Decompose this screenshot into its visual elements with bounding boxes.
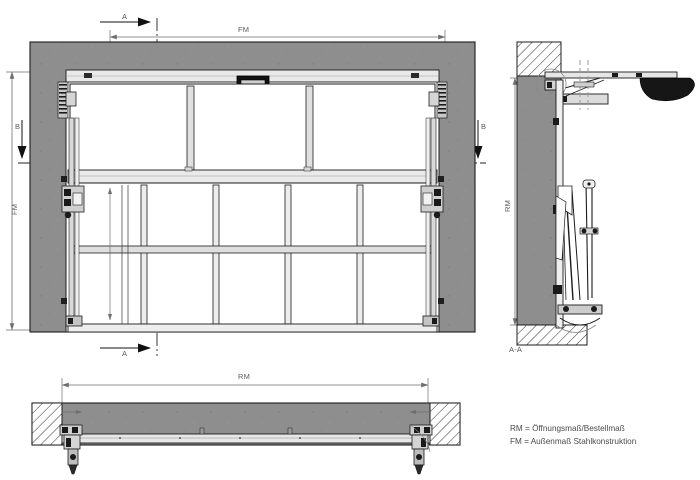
front-elevation-view [6, 17, 486, 356]
plan-end-left [31, 402, 63, 446]
plan-right-hardware [409, 424, 433, 475]
section-label-a-top: A [122, 12, 128, 21]
section-label-b-left: B [15, 122, 21, 131]
door-leaf-assembly [65, 69, 440, 333]
counterweight [639, 77, 695, 102]
plan-section-view [31, 378, 461, 475]
floor-hatch [516, 324, 588, 346]
lower-section [69, 182, 436, 327]
dimension-label-rm-plan: RM [238, 372, 251, 381]
head-fitting-left [84, 73, 92, 78]
right-roller-bracket [420, 185, 444, 219]
head-fitting-right [411, 73, 419, 78]
upper-mullion-2 [305, 85, 314, 171]
mid-transom-rail [67, 169, 438, 184]
plan-end-right [429, 402, 461, 446]
section-label-a-bottom: A [122, 349, 128, 358]
side-door-leaf [553, 79, 603, 333]
legend-line-fm: FM = Außenmaß Stahlkonstruktion [510, 437, 637, 446]
side-wall-body [516, 75, 562, 326]
bottom-rail [67, 323, 438, 333]
upper-mullion-1 [186, 85, 195, 171]
dimension-label-rm-side: RM [503, 199, 512, 212]
dimension-rm-plan [61, 378, 429, 405]
section-label-b-right: B [481, 122, 487, 131]
dimension-label-fm-left: FM [10, 203, 19, 215]
view-label-a-a: A-A [509, 345, 523, 354]
dimension-label-fm-top: FM [238, 25, 250, 34]
left-jamb-hardware [57, 81, 85, 327]
legend-line-rm: RM = Öffnungsmaß/Bestellmaß [510, 424, 625, 433]
plan-left-hardware [59, 424, 83, 475]
left-roller-bracket [61, 185, 85, 219]
upper-section [69, 83, 436, 173]
legend-block: RM = Öffnungsmaß/Bestellmaß FM = Außenma… [510, 422, 636, 448]
lintel-hatch [516, 41, 562, 77]
side-section-view [510, 41, 695, 346]
plan-door-leaf [61, 433, 431, 444]
right-jamb-hardware [420, 81, 448, 327]
